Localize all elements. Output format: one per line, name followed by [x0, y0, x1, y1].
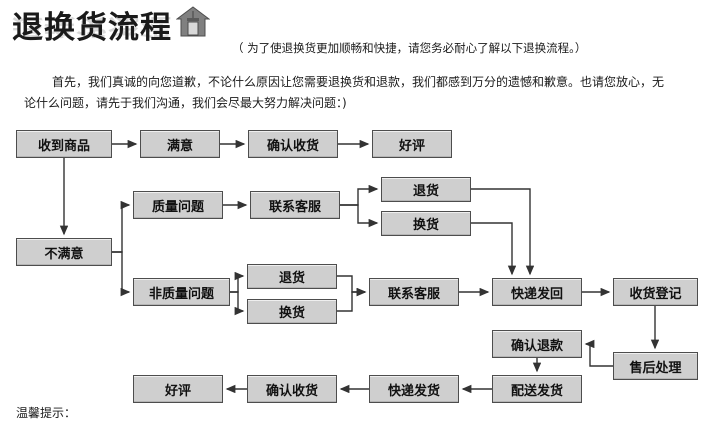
flow-node-不满意[interactable]: 不满意 [16, 238, 112, 266]
page-subtitle: （ 为了使退换货更加顺畅和快捷，请您务必耐心了解以下退换流程。） [232, 41, 587, 55]
flow-node-配送发货[interactable]: 配送发货 [492, 375, 582, 403]
intro-line-1: 首先，我们真诚的向您道歉，不论什么原因让您需要退换货和退款，我们都感到万分的遗憾… [52, 75, 665, 89]
flow-node-收到商品[interactable]: 收到商品 [16, 130, 112, 158]
flow-node-退货-1[interactable]: 退货 [381, 177, 471, 202]
footer-note: 温馨提示： [16, 406, 77, 420]
flow-node-质量问题[interactable]: 质量问题 [133, 191, 223, 219]
flow-node-满意[interactable]: 满意 [140, 130, 220, 158]
flow-node-好评-2[interactable]: 好评 [133, 375, 223, 403]
intro-paragraph: 首先，我们真诚的向您道歉，不论什么原因让您需要退换货和退款，我们都感到万分的遗憾… [24, 72, 692, 114]
page-title-group: 退换货流程 [12, 6, 211, 46]
flow-node-换货-2[interactable]: 换货 [247, 299, 337, 324]
flow-node-好评-1[interactable]: 好评 [372, 130, 452, 158]
page-title: 退换货流程 [12, 10, 172, 46]
flow-node-确认收货-2[interactable]: 确认收货 [247, 375, 337, 403]
flow-node-快递发货[interactable]: 快递发货 [369, 375, 459, 403]
house-icon [175, 6, 211, 42]
flow-node-快递发回[interactable]: 快递发回 [492, 278, 582, 306]
flow-node-退货-2[interactable]: 退货 [247, 264, 337, 289]
flow-node-换货-1[interactable]: 换货 [381, 211, 471, 236]
flow-node-联系客服-2[interactable]: 联系客服 [369, 278, 459, 306]
flow-node-非质量问题[interactable]: 非质量问题 [133, 278, 230, 306]
flow-node-收货登记[interactable]: 收货登记 [613, 278, 698, 306]
flow-node-联系客服-1[interactable]: 联系客服 [250, 191, 340, 219]
intro-line-2: 论什么问题，请先于我们沟通，我们会尽最大努力解决问题：) [24, 96, 347, 110]
flow-node-售后处理[interactable]: 售后处理 [613, 352, 698, 380]
flow-node-确认退款[interactable]: 确认退款 [492, 330, 582, 358]
flow-node-确认收货-1[interactable]: 确认收货 [248, 130, 338, 158]
